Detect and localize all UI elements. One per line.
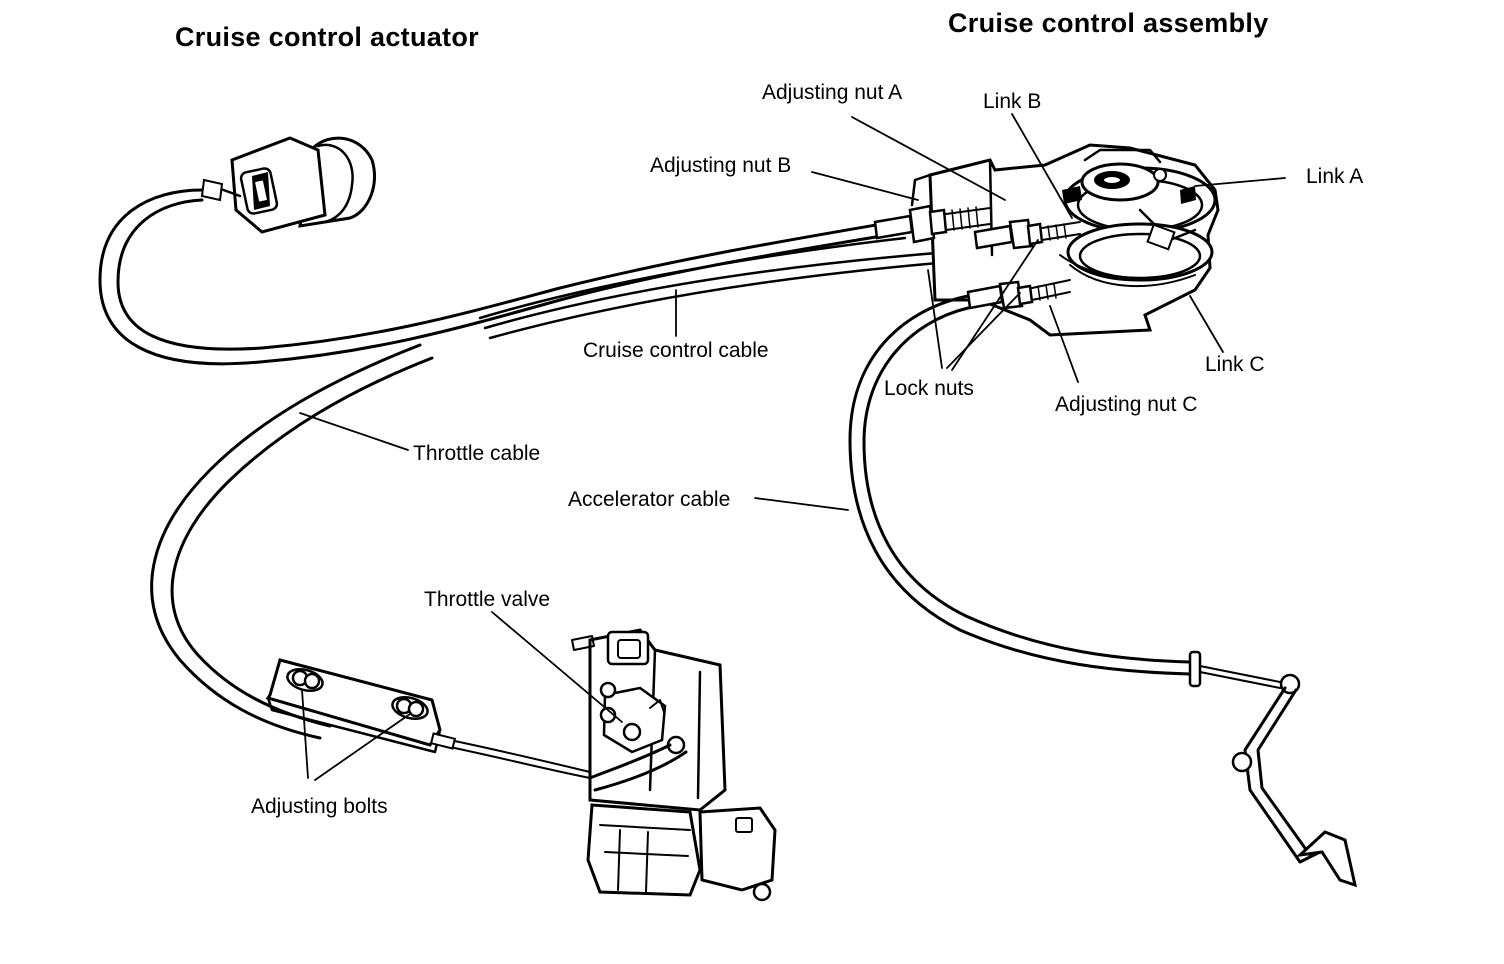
cruise-control-assembly-drawing bbox=[910, 143, 1220, 337]
label-lock-nuts: Lock nuts bbox=[884, 377, 974, 400]
label-accelerator-cable: Accelerator cable bbox=[568, 488, 731, 511]
throttle-cable-drawing bbox=[150, 343, 591, 779]
accelerator-cable-drawing bbox=[848, 294, 1358, 888]
heading-cruise-control-actuator: Cruise control actuator bbox=[175, 22, 479, 52]
heading-cruise-control-assembly: Cruise control assembly bbox=[948, 8, 1269, 38]
label-throttle-cable: Throttle cable bbox=[413, 442, 541, 465]
cruise-control-cable-drawing bbox=[478, 236, 977, 340]
label-link-c: Link C bbox=[1205, 353, 1265, 376]
label-adjusting-nut-a: Adjusting nut A bbox=[762, 81, 903, 104]
adjusting-nuts-drawing bbox=[873, 204, 1081, 310]
label-link-a: Link A bbox=[1306, 165, 1364, 188]
actuator-cable bbox=[98, 188, 907, 366]
label-adjusting-nut-b: Adjusting nut B bbox=[650, 154, 792, 177]
throttle-body-drawing bbox=[571, 628, 777, 902]
label-cruise-control-cable: Cruise control cable bbox=[583, 339, 769, 362]
actuator-drawing bbox=[200, 136, 377, 234]
label-adjusting-nut-c: Adjusting nut C bbox=[1055, 393, 1198, 416]
leader-lines bbox=[299, 113, 1286, 781]
label-adjusting-bolts: Adjusting bolts bbox=[251, 795, 388, 818]
label-throttle-valve: Throttle valve bbox=[424, 588, 551, 611]
label-link-b: Link B bbox=[983, 90, 1042, 113]
adjusting-bolt-bracket bbox=[265, 658, 457, 754]
